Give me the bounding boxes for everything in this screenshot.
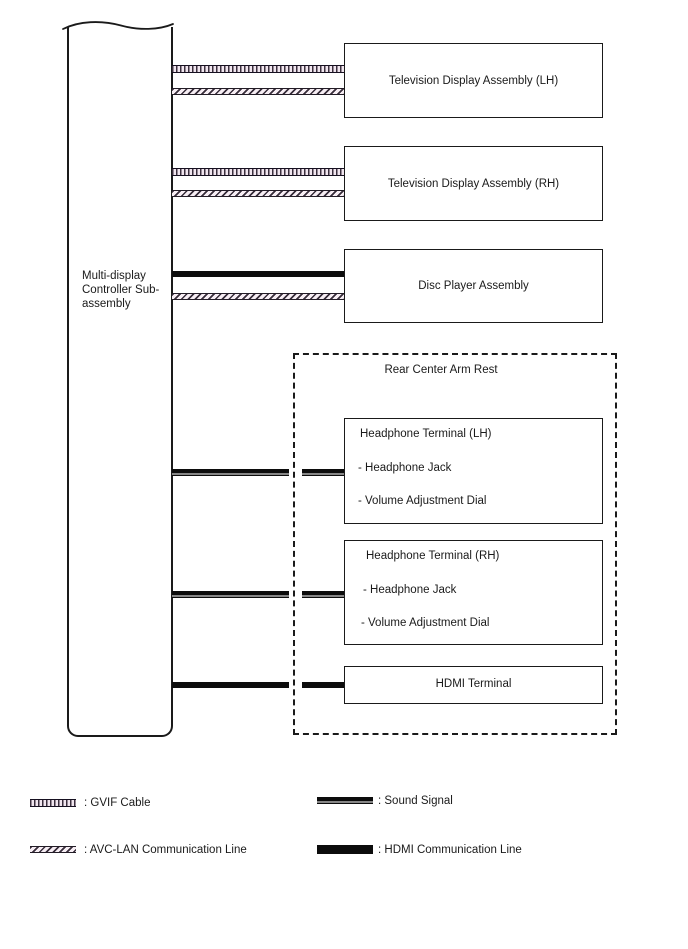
connection-sound-headphone-lh-seg2 <box>302 469 345 476</box>
connection-avclan-tv-lh <box>172 88 344 95</box>
node-headphone-terminal-rh: Headphone Terminal (RH) - Headphone Jack… <box>344 540 603 645</box>
node-tv-display-rh-label: Television Display Assembly (RH) <box>387 177 560 190</box>
node-hdmi-terminal-label: HDMI Terminal <box>435 678 512 690</box>
legend-gvif-swatch <box>30 799 76 807</box>
legend-avclan-label: : AVC-LAN Communication Line <box>84 844 247 856</box>
connection-avclan-disc-player <box>172 293 344 300</box>
node-disc-player: Disc Player Assembly <box>344 249 603 323</box>
connection-avclan-tv-rh <box>172 190 344 197</box>
legend-gvif-label: : GVIF Cable <box>84 797 151 809</box>
connection-hdmi-terminal-seg1 <box>172 682 289 688</box>
headphone-terminal-rh-item-volume: - Volume Adjustment Dial <box>361 617 490 629</box>
node-tv-display-lh: Television Display Assembly (LH) <box>344 43 603 118</box>
controller-top-wave-line <box>62 21 174 30</box>
headphone-terminal-lh-title: Headphone Terminal (LH) <box>360 428 492 440</box>
legend-sound-signal-label: : Sound Signal <box>378 795 453 807</box>
connection-gvif-tv-rh <box>172 168 344 176</box>
controller-box: Multi-display Controller Sub-assembly <box>67 27 173 737</box>
legend-avclan-swatch <box>30 846 76 853</box>
headphone-terminal-rh-title: Headphone Terminal (RH) <box>366 550 500 562</box>
connection-hdmi-disc-player <box>172 271 344 277</box>
armrest-group-box <box>293 353 617 735</box>
connection-sound-headphone-rh-seg1 <box>172 591 289 598</box>
connection-sound-headphone-lh-seg1 <box>172 469 289 476</box>
headphone-terminal-lh-item-jack: - Headphone Jack <box>358 462 452 474</box>
node-disc-player-label: Disc Player Assembly <box>418 280 529 292</box>
legend-sound-signal-swatch <box>317 797 373 804</box>
legend-hdmi-label: : HDMI Communication Line <box>378 844 522 856</box>
connection-gvif-tv-lh <box>172 65 344 73</box>
connection-hdmi-terminal-seg2 <box>302 682 345 688</box>
armrest-group-label: Rear Center Arm Rest <box>384 364 498 376</box>
node-hdmi-terminal: HDMI Terminal <box>344 666 603 704</box>
legend-hdmi-swatch <box>317 845 373 854</box>
node-tv-display-lh-label: Television Display Assembly (LH) <box>388 74 559 87</box>
headphone-terminal-lh-item-volume: - Volume Adjustment Dial <box>358 495 487 507</box>
node-tv-display-rh: Television Display Assembly (RH) <box>344 146 603 221</box>
controller-label: Multi-display Controller Sub-assembly <box>82 270 160 310</box>
connection-sound-headphone-rh-seg2 <box>302 591 345 598</box>
headphone-terminal-rh-item-jack: - Headphone Jack <box>363 584 457 596</box>
node-headphone-terminal-lh: Headphone Terminal (LH) - Headphone Jack… <box>344 418 603 524</box>
